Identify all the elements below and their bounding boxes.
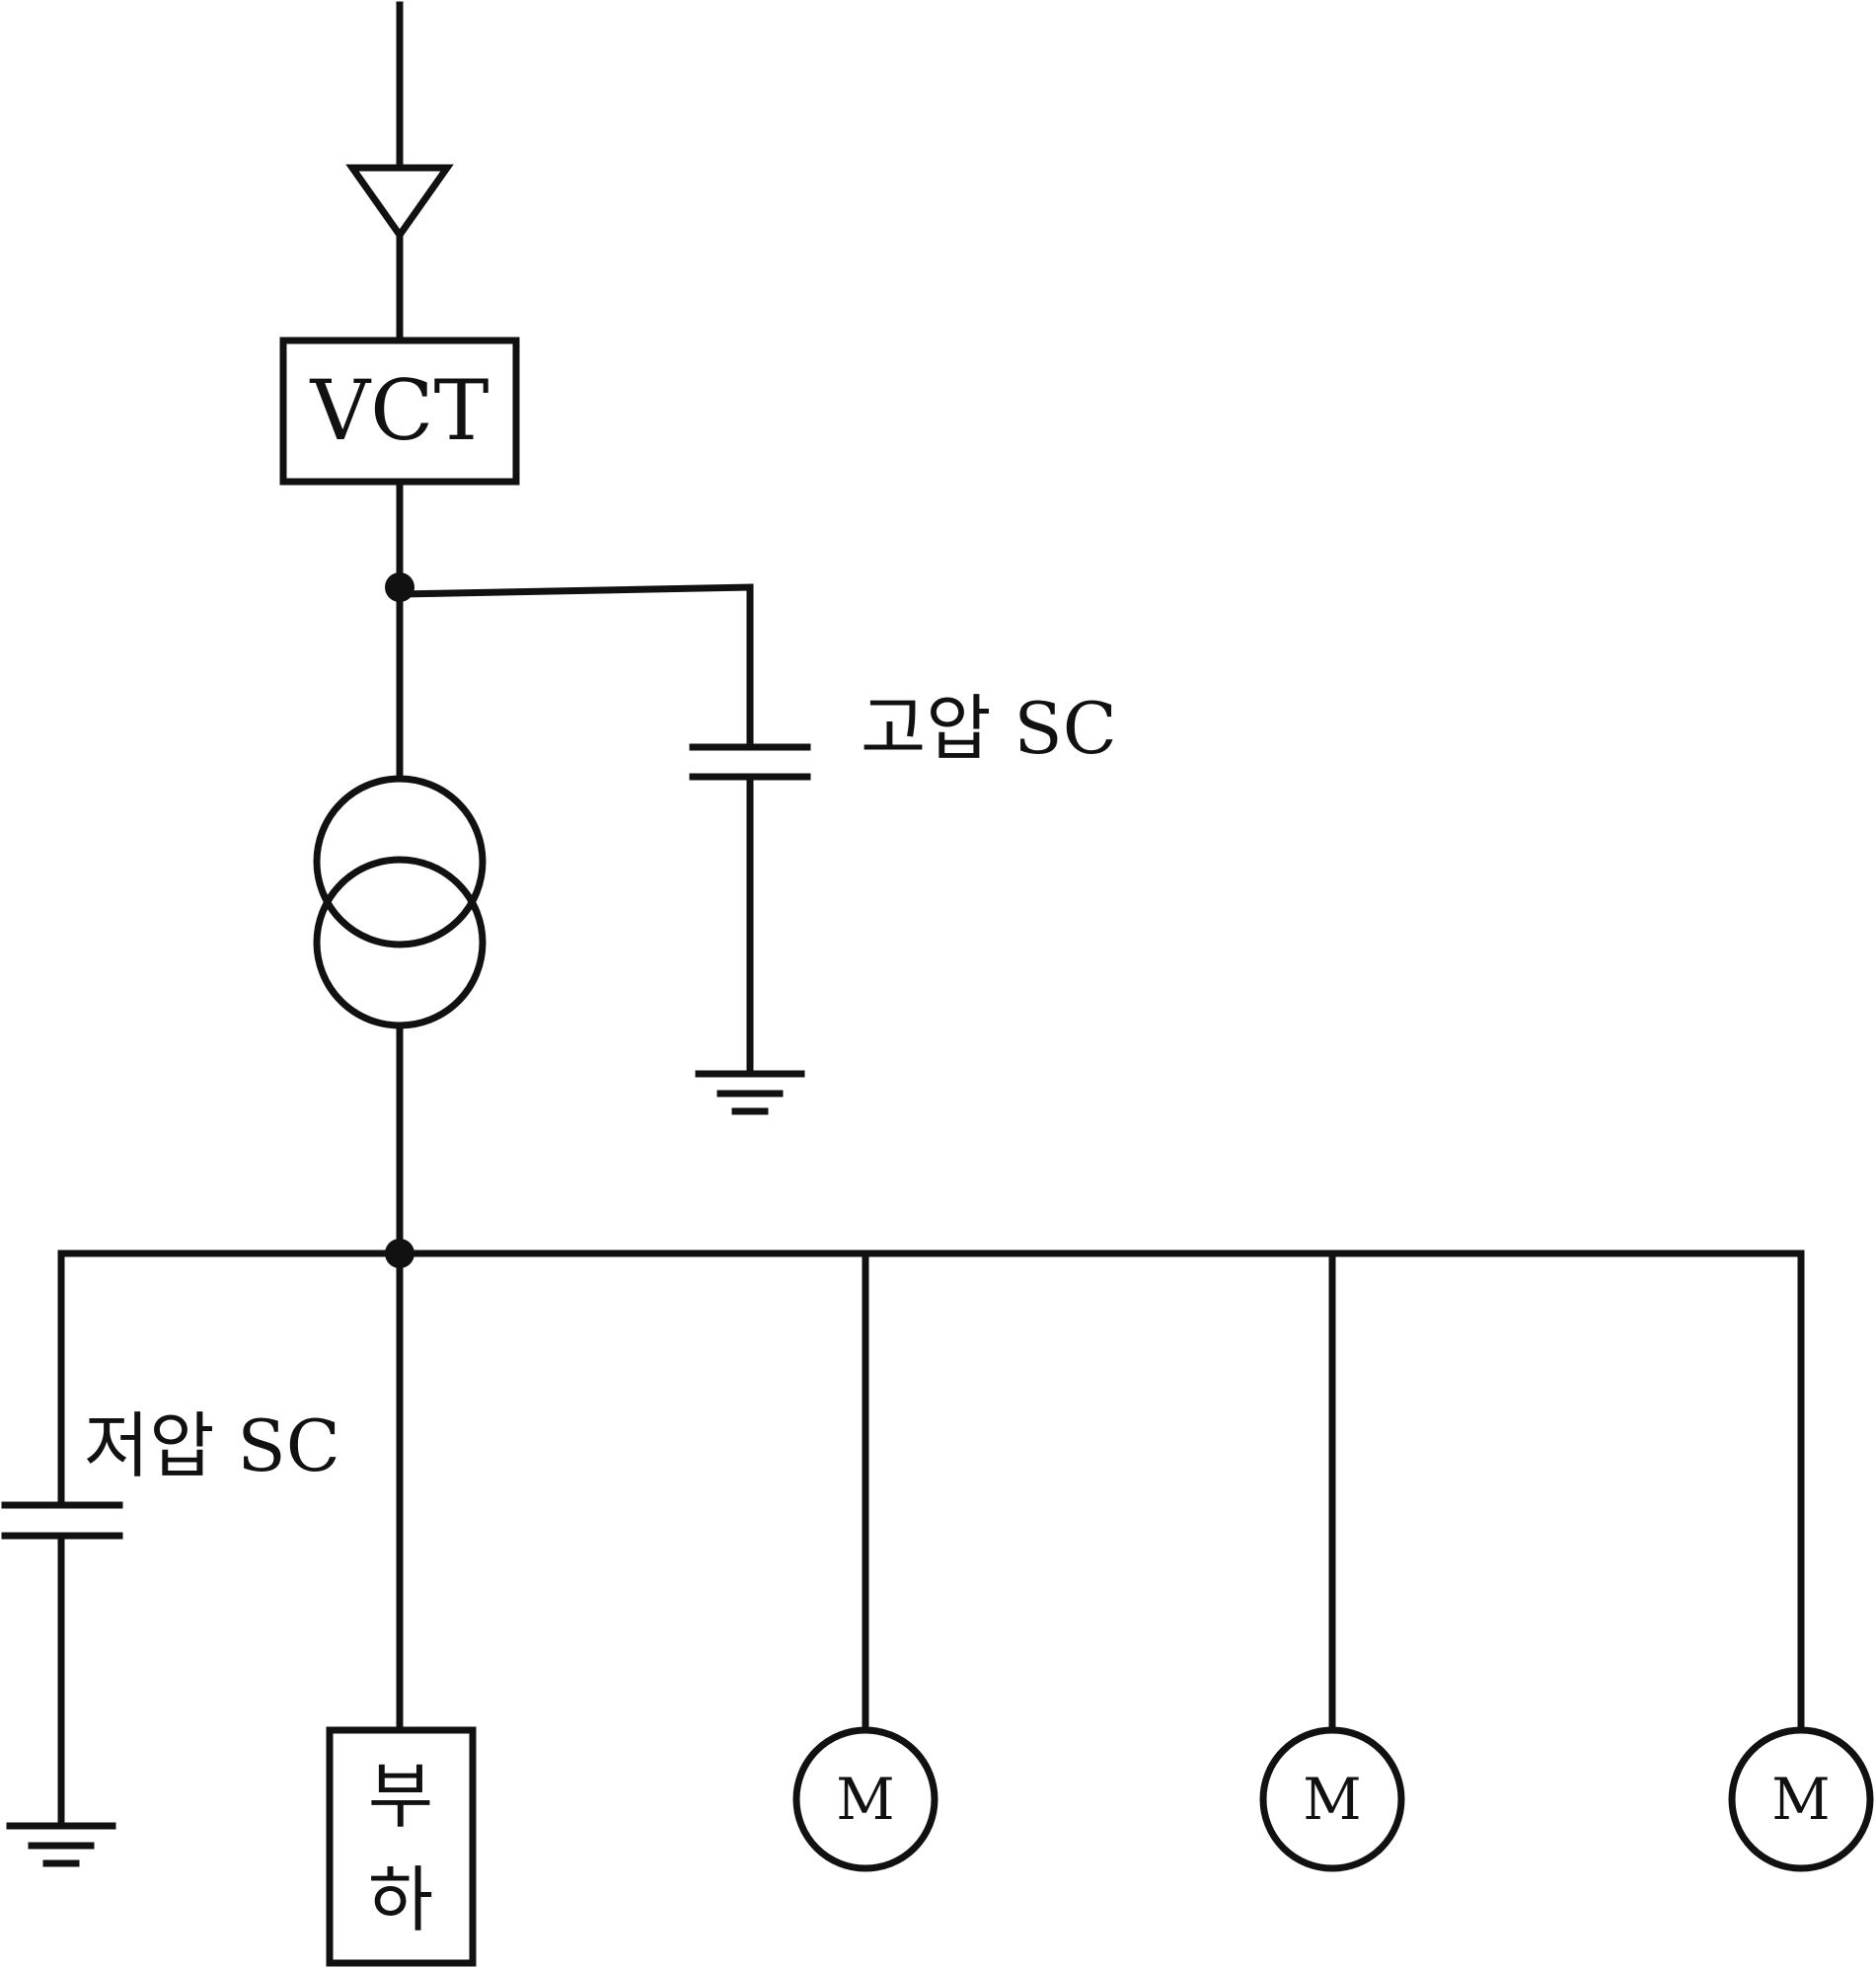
- motor-3-icon: M: [1728, 1726, 1874, 1872]
- lv-capacitor-label: 저압 SC: [84, 1404, 340, 1487]
- transformer-icon: [313, 775, 487, 1029]
- motor-2-label: M: [1303, 1766, 1361, 1833]
- vct-label: VCT: [310, 362, 489, 459]
- lv-ground-icon: [6, 1822, 116, 1867]
- motor-2-icon: M: [1259, 1726, 1405, 1872]
- load-label-line1: 부: [368, 1755, 433, 1838]
- motor-3-label: M: [1771, 1766, 1830, 1833]
- hv-capacitor-branch: [396, 583, 754, 751]
- vct-meter-box: VCT: [279, 337, 520, 486]
- hv-capacitor-label: 고압 SC: [861, 687, 1117, 770]
- load-label-line2: 하: [368, 1858, 433, 1941]
- load-box: 부 하: [326, 1726, 477, 1967]
- incoming-arrow-icon: [345, 164, 454, 242]
- hv-ground-icon: [695, 1070, 805, 1115]
- motor-1-icon: M: [792, 1726, 938, 1872]
- motor-1-label: M: [836, 1766, 894, 1833]
